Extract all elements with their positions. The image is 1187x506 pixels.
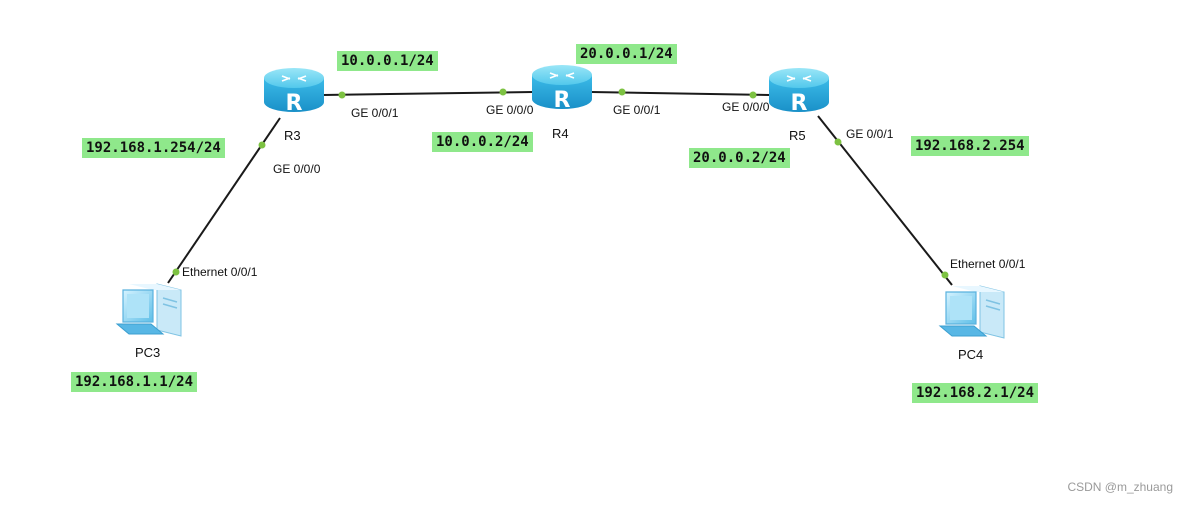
link-r3-r4 [322,91,534,96]
device-label-r3: R3 [284,128,301,143]
port-label-r4-ge001: GE 0/0/1 [613,103,661,117]
device-label-pc4: PC4 [958,347,984,362]
port-dot-pc4-eth[interactable] [941,271,949,279]
port-dot-r5-ge001[interactable] [834,138,842,146]
svg-text:R: R [791,91,808,116]
ip-label-r5-ge000: 20.0.0.2/24 [689,148,790,168]
port-label-pc4-eth: Ethernet 0/0/1 [950,257,1026,271]
ip-label-r5-ge001: 192.168.2.254 [911,136,1029,156]
port-label-r5-ge001: GE 0/0/1 [846,127,894,141]
router-icon[interactable]: R [264,68,324,116]
watermark: CSDN @m_zhuang [1067,480,1173,494]
port-label-r5-ge000: GE 0/0/0 [722,100,770,114]
svg-text:R: R [554,88,571,113]
port-dot-pc3-eth[interactable] [172,268,180,276]
router-icon[interactable]: R [769,68,829,116]
svg-text:R: R [286,91,303,116]
ip-label-r4-ge000: 10.0.0.2/24 [432,132,533,152]
router-icon[interactable]: R [532,65,592,113]
link-r4-r5 [590,91,771,96]
port-dot-r4-ge001[interactable] [618,88,626,96]
ip-label-r4-ge001: 20.0.0.1/24 [576,44,677,64]
pc-icon[interactable] [938,285,1005,339]
port-dot-r5-ge000[interactable] [749,91,757,99]
port-dot-r3-ge001[interactable] [338,91,346,99]
port-dot-r3-ge000[interactable] [258,141,266,149]
port-dot-r4-ge000[interactable] [499,88,507,96]
device-label-r5: R5 [789,128,806,143]
ip-label-r3-ge001: 10.0.0.1/24 [337,51,438,71]
port-label-pc3-eth: Ethernet 0/0/1 [182,265,258,279]
port-label-r3-ge001: GE 0/0/1 [351,106,399,120]
port-label-r4-ge000: GE 0/0/0 [486,103,534,117]
ip-label-r3-ge000: 192.168.1.254/24 [82,138,225,158]
port-label-r3-ge000: GE 0/0/0 [273,162,321,176]
device-label-pc3: PC3 [135,345,161,360]
pc-icon[interactable] [115,283,182,337]
device-label-r4: R4 [552,126,569,141]
ip-label-pc3: 192.168.1.1/24 [71,372,198,392]
ip-label-pc4: 192.168.2.1/24 [912,383,1039,403]
